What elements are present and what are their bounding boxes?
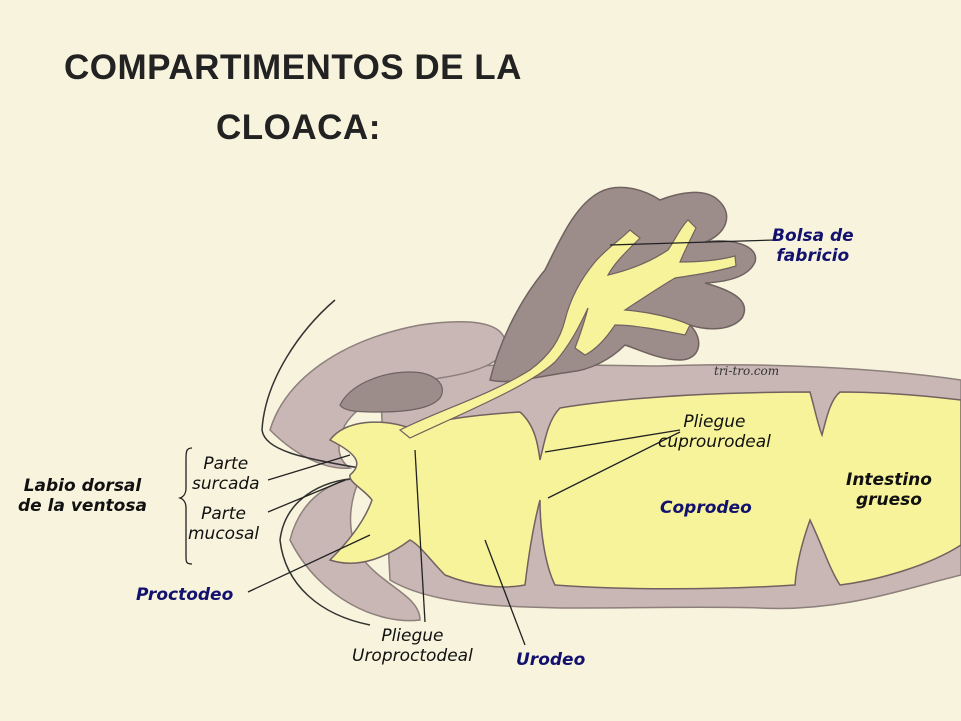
label-proctodeo: Proctodeo [136,585,234,605]
page-title-line-1: COMPARTIMENTOS DE LA [64,48,522,87]
label-mucosal-line-2: mucosal [188,524,260,544]
label-urodeo: Urodeo [516,650,586,670]
leader-parte-mucosal [267,479,346,513]
label-pliegue-cuprourodeal: Pliegue cuprourodeal [658,412,771,452]
leader-urodeo [484,539,526,646]
label-labio-line-1: Labio dorsal [23,476,142,496]
label-bolsa-de-fabricio: Bolsa de fabricio [772,226,854,266]
ventral-lip-outline [279,477,371,626]
label-intestino-grueso: Intestino grueso [846,470,932,510]
leader-lines [247,239,776,646]
page-title-line-2: CLOACA: [216,108,381,147]
label-pliegue-cupro-line-2: cuprourodeal [658,432,771,452]
label-intestino-line-2: grueso [855,490,922,510]
label-pliegue-cupro-line-1: Pliegue [683,412,746,432]
leader-bolsa [609,239,776,246]
label-surcada-line-1: Parte [203,454,249,474]
label-coprodeo: Coprodeo [660,498,752,518]
label-parte-surcada: Parte surcada [192,454,260,494]
dorsal-lip-outline [261,299,361,469]
label-bolsa-line-2: fabricio [776,246,850,266]
dorsal-tissue [269,321,507,469]
label-surcada-line-2: surcada [192,474,260,494]
leader-pliegue-cupro-2 [547,431,681,499]
label-parte-mucosal: Parte mucosal [188,504,259,544]
leader-pliegue-cupro-1 [544,429,681,453]
label-pliegue-uroproctodeal: Pliegue Uroproctodeal [352,626,473,666]
leader-pliegue-uroproct [414,449,426,623]
bursa-duct [398,219,737,439]
label-uroproct-line-1: Pliegue [381,626,444,646]
label-bolsa-line-1: Bolsa de [772,226,854,246]
watermark: tri-tro.com [714,364,780,378]
cloaca-lumen [328,391,961,590]
label-intestino-line-1: Intestino [846,470,932,490]
labio-brace [177,447,193,565]
label-mucosal-line-1: Parte [201,504,246,524]
label-labio-dorsal: Labio dorsal de la ventosa [18,476,147,516]
leader-parte-surcada [267,454,351,481]
label-uroproct-line-2: Uroproctodeal [352,646,473,666]
leader-proctodeo [247,534,371,593]
label-labio-line-2: de la ventosa [18,496,147,516]
dorsal-pocket [339,371,443,413]
